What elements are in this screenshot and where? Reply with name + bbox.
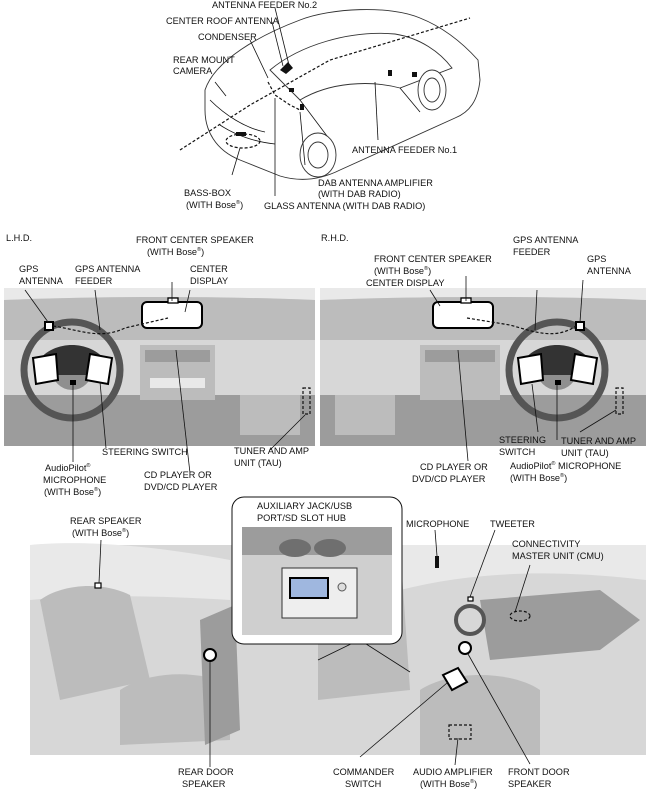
rhd-label-cd-player-line1: CD PLAYER OR [420, 462, 488, 472]
rhd-label-front-center-speaker-line1: FRONT CENTER SPEAKER [374, 254, 492, 264]
rhd-label-center-display: CENTER DISPLAY [366, 278, 444, 288]
lhd-label-audiopilot-line2: MICROPHONE [43, 475, 106, 485]
label-cmu-line1: CONNECTIVITY [512, 539, 580, 549]
top-labels: ANTENNA FEEDER No.2 CENTER ROOF ANTENNA … [166, 0, 457, 211]
lhd-label-center-display-line1: CENTER [190, 264, 228, 274]
label-microphone: MICROPHONE [406, 519, 469, 529]
lhd-labels: L.H.D. FRONT CENTER SPEAKER (WITH Bose®)… [6, 233, 309, 497]
rhd-label-steering-switch-line2: SWITCH [499, 447, 535, 457]
rhd-label-gps-antenna-line1: GPS [587, 254, 606, 264]
label-front-door-speaker-line1: FRONT DOOR [508, 767, 570, 777]
label-audio-amplifier-line2: (WITH Bose®) [420, 778, 477, 789]
label-antenna-feeder-2: ANTENNA FEEDER No.2 [212, 0, 317, 10]
top-leader-lines [214, 7, 379, 196]
rhd-label-gps-feeder-line1: GPS ANTENNA [513, 235, 579, 245]
lhd-label-gps-antenna-line2: ANTENNA [19, 276, 64, 286]
label-bass-box-line1: BASS-BOX [184, 188, 231, 198]
rhd-label-front-center-speaker-line2: (WITH Bose®) [374, 265, 431, 276]
label-rear-door-speaker-line1: REAR DOOR [178, 767, 234, 777]
lhd-dashboard-illustration [4, 288, 315, 446]
rhd-leader-lines [429, 276, 617, 462]
bottom-labels: REAR SPEAKER (WITH Bose®) AUXILIARY JACK… [70, 501, 604, 789]
label-aux-hub-line2: PORT/SD SLOT HUB [257, 513, 346, 523]
label-aux-hub-line1: AUXILIARY JACK/USB [257, 501, 352, 511]
label-audio-amplifier-line1: AUDIO AMPLIFIER [413, 767, 493, 777]
rhd-label-steering-switch-line1: STEERING [499, 435, 546, 445]
label-commander-switch-line2: SWITCH [345, 779, 381, 789]
lhd-label-steering-switch: STEERING SWITCH [102, 447, 188, 457]
label-cmu-line2: MASTER UNIT (CMU) [512, 551, 604, 561]
label-rear-speaker-line2: (WITH Bose®) [72, 527, 129, 538]
lhd-label-front-center-speaker-line2: (WITH Bose®) [147, 246, 204, 257]
lhd-label-gps-antenna-line1: GPS [19, 264, 38, 274]
lhd-label-cd-player-line2: DVD/CD PLAYER [144, 482, 218, 492]
lhd-label-gps-feeder-line2: FEEDER [75, 276, 113, 286]
label-rear-mount-camera-line2: CAMERA [173, 66, 213, 76]
rhd-title: R.H.D. [321, 233, 349, 243]
rhd-label-audiopilot-line3: (WITH Bose®) [510, 472, 567, 483]
lhd-leader-lines [24, 282, 306, 474]
lhd-label-center-display-line2: DISPLAY [190, 276, 228, 286]
lhd-label-tuner-line1: TUNER AND AMP [234, 446, 309, 456]
label-front-door-speaker-line2: SPEAKER [508, 779, 552, 789]
label-antenna-feeder-1: ANTENNA FEEDER No.1 [352, 145, 457, 155]
rhd-label-tuner-line1: TUNER AND AMP [561, 436, 636, 446]
label-condenser: CONDENSER [198, 32, 257, 42]
lhd-label-cd-player-line1: CD PLAYER OR [144, 470, 212, 480]
lhd-title: L.H.D. [6, 233, 32, 243]
label-center-roof-antenna: CENTER ROOF ANTENNA [166, 16, 280, 26]
rear-cabin-leader-lines [98, 539, 211, 767]
label-dab-amplifier-line1: DAB ANTENNA AMPLIFIER [318, 178, 433, 188]
lhd-label-audiopilot-line3: (WITH Bose®) [44, 486, 101, 497]
label-glass-antenna: GLASS ANTENNA (WITH DAB RADIO) [264, 201, 425, 211]
label-dab-amplifier-line2: (WITH DAB RADIO) [318, 189, 401, 199]
label-bass-box-line2: (WITH Bose®) [186, 199, 243, 210]
lhd-label-gps-feeder-line1: GPS ANTENNA [75, 264, 141, 274]
label-commander-switch-line1: COMMANDER [333, 767, 395, 777]
rhd-dashboard-illustration [320, 288, 646, 446]
rhd-label-gps-antenna-line2: ANTENNA [587, 266, 632, 276]
label-rear-door-speaker-line2: SPEAKER [182, 779, 226, 789]
lhd-label-tuner-line2: UNIT (TAU) [234, 458, 282, 468]
lhd-label-audiopilot-line1: AudioPilot® [45, 462, 90, 473]
front-cabin-leader-lines [359, 529, 531, 766]
rhd-label-tuner-line2: UNIT (TAU) [561, 448, 609, 458]
rhd-label-cd-player-line2: DVD/CD PLAYER [412, 474, 486, 484]
label-rear-mount-camera-line1: REAR MOUNT [173, 55, 235, 65]
aux-hub-inset [231, 496, 411, 673]
rhd-label-gps-feeder-line2: FEEDER [513, 247, 551, 257]
lhd-label-front-center-speaker-line1: FRONT CENTER SPEAKER [136, 235, 254, 245]
label-tweeter: TWEETER [490, 519, 535, 529]
label-rear-speaker-line1: REAR SPEAKER [70, 516, 142, 526]
vehicle-exterior-drawing [179, 9, 481, 180]
rhd-label-audiopilot-line1: AudioPilot® MICROPHONE [510, 460, 621, 471]
rhd-labels: R.H.D. FRONT CENTER SPEAKER (WITH Bose®)… [321, 233, 636, 484]
